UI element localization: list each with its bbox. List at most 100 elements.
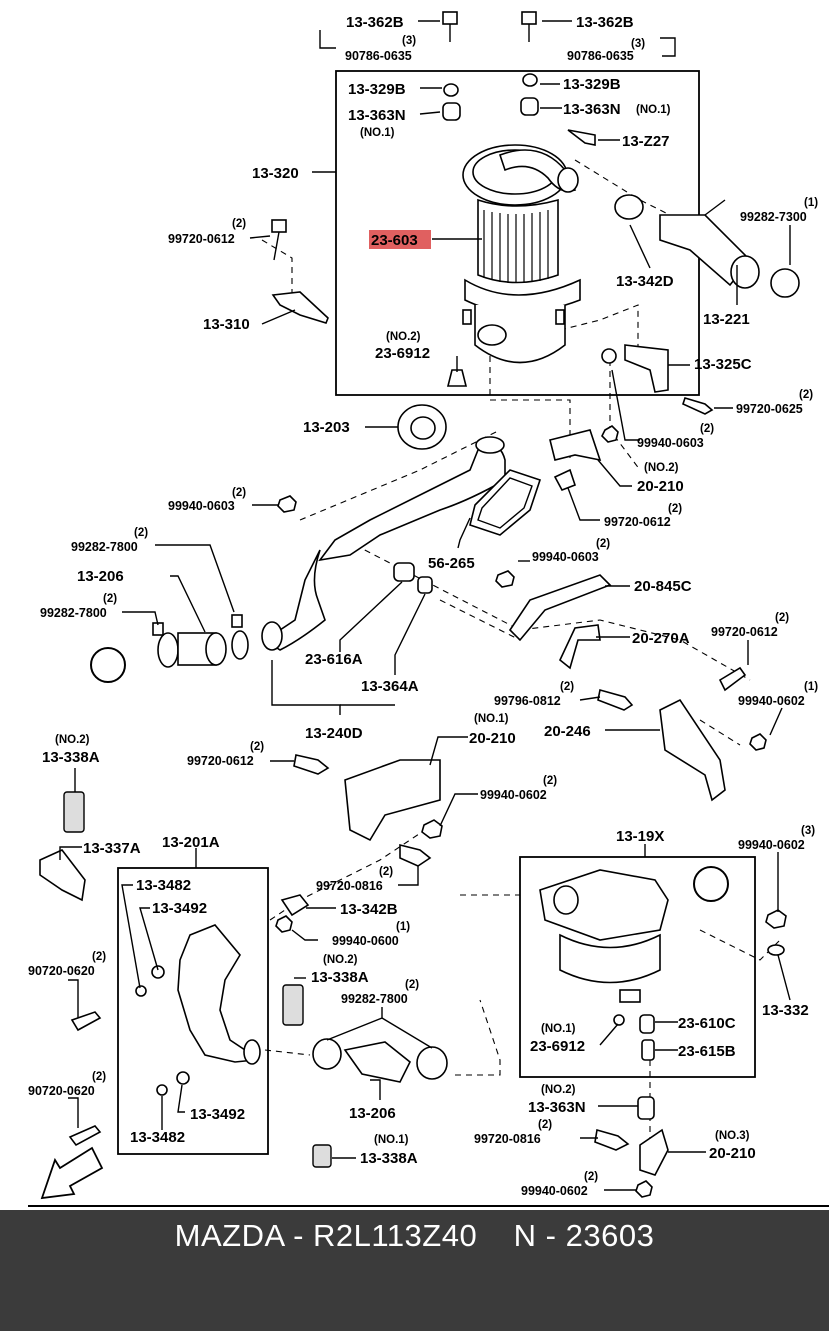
label: 13-3492 xyxy=(152,900,207,917)
air-cleaner xyxy=(462,144,581,364)
label: 13-221 xyxy=(703,311,750,328)
label: 99720-0625 xyxy=(736,402,803,416)
label: 13-Z27 xyxy=(622,133,670,150)
label: 13-362B xyxy=(346,14,404,31)
label: 99282-7300 xyxy=(740,210,807,224)
label: 20-210 xyxy=(469,730,516,747)
label: 20-845C xyxy=(634,578,692,595)
label: 99720-0612 xyxy=(711,625,778,639)
bracket-13-310 xyxy=(271,291,329,324)
label: (2) xyxy=(405,979,419,991)
hose-13-206-upper xyxy=(152,614,249,668)
label: (1) xyxy=(396,921,410,933)
label: (NO.2) xyxy=(55,734,90,746)
label: 20-210 xyxy=(637,478,684,495)
label: 13-206 xyxy=(77,568,124,585)
label: (2) xyxy=(232,487,246,499)
hose-13-206-lower xyxy=(312,1038,448,1083)
bracket-20-845c xyxy=(508,574,612,642)
label: (3) xyxy=(801,825,815,837)
bolt-99720-0612-top xyxy=(271,219,287,233)
label: 13-338A xyxy=(311,969,369,986)
part-labels: 13-362B (3) 90786-0635 13-362B (3) 90786… xyxy=(28,14,818,1198)
label: 99940-0603 xyxy=(532,550,599,564)
label: (NO.1) xyxy=(374,1134,409,1146)
label: (3) xyxy=(631,38,645,50)
label: (2) xyxy=(232,218,246,230)
label: 23-6912 xyxy=(530,1038,585,1055)
label: 13-206 xyxy=(349,1105,396,1122)
label: 99282-7800 xyxy=(40,606,107,620)
label: 13-3482 xyxy=(136,877,191,894)
label: 13-325C xyxy=(694,356,752,373)
label: 90786-0635 xyxy=(345,49,412,63)
label: 99796-0812 xyxy=(494,694,561,708)
ref-z-right xyxy=(693,866,729,902)
seal-56-265 xyxy=(469,469,542,536)
label: 13-3492 xyxy=(190,1106,245,1123)
label: 13-329B xyxy=(563,76,621,93)
label: 13-203 xyxy=(303,419,350,436)
label: (NO.2) xyxy=(644,462,679,474)
label: 99720-0816 xyxy=(474,1132,541,1146)
label: 20-210 xyxy=(709,1145,756,1162)
label: 13-338A xyxy=(360,1150,418,1167)
bracket-20-210-no1 xyxy=(344,759,441,842)
label: 13-320 xyxy=(252,165,299,182)
highlight-box xyxy=(369,230,431,249)
label: (2) xyxy=(538,1119,552,1131)
label: 99720-0612 xyxy=(168,232,235,246)
label: 99940-0603 xyxy=(637,436,704,450)
label: 99940-0600 xyxy=(332,934,399,948)
label: (1) xyxy=(804,681,818,693)
label: (2) xyxy=(134,527,148,539)
fwd-arrow xyxy=(40,1146,104,1200)
footer-title: MAZDA - R2L113Z40 N - 23603 xyxy=(174,1218,655,1253)
catalyst xyxy=(539,869,669,1003)
label: 20-246 xyxy=(544,723,591,740)
label: (NO.2) xyxy=(386,331,421,343)
label: (3) xyxy=(402,35,416,47)
label: 90786-0635 xyxy=(567,49,634,63)
clamp-13-342b xyxy=(280,894,310,917)
label: 13-364A xyxy=(361,678,419,695)
label: 13-3482 xyxy=(130,1129,185,1146)
label: 13-363N xyxy=(563,101,621,118)
label: (NO.1) xyxy=(541,1023,576,1035)
label: (2) xyxy=(668,503,682,515)
label: 13-310 xyxy=(203,316,250,333)
bracket-20-246 xyxy=(659,698,726,802)
part-13-364a xyxy=(417,576,433,594)
label: (2) xyxy=(775,612,789,624)
block-13-338a-no2 xyxy=(63,791,85,833)
label: (NO.1) xyxy=(636,104,671,116)
label: (2) xyxy=(543,775,557,787)
label: (2) xyxy=(700,423,714,435)
label: 20-270A xyxy=(632,630,690,647)
label: 23-6912 xyxy=(375,345,430,362)
block-13-338a-no1 xyxy=(312,1144,332,1168)
highlighted-part-label: 23-603 xyxy=(371,232,418,249)
bracket-13-325c xyxy=(624,344,669,393)
label: 13-240D xyxy=(305,725,363,742)
intake-duct xyxy=(261,436,506,651)
parts-diagram: 13-362B (3) 90786-0635 13-362B (3) 90786… xyxy=(28,11,829,1207)
label: (NO.2) xyxy=(541,1084,576,1096)
label: 99720-0816 xyxy=(316,879,383,893)
label: 13-342B xyxy=(340,901,398,918)
label: 56-265 xyxy=(428,555,475,572)
label: (2) xyxy=(379,866,393,878)
label: (NO.1) xyxy=(360,127,395,139)
label: 99282-7800 xyxy=(71,540,138,554)
label: 13-332 xyxy=(762,1002,809,1019)
label: 99720-0612 xyxy=(187,754,254,768)
label: 99940-0602 xyxy=(738,838,805,852)
exhaust-pipe xyxy=(135,924,261,1096)
label: 99940-0603 xyxy=(168,499,235,513)
label: (2) xyxy=(584,1171,598,1183)
label: 90720-0620 xyxy=(28,964,95,978)
label: 13-363N xyxy=(528,1099,586,1116)
label: (2) xyxy=(560,681,574,693)
block-13-338a-lower xyxy=(282,984,304,1026)
footer-bar xyxy=(0,1210,829,1331)
